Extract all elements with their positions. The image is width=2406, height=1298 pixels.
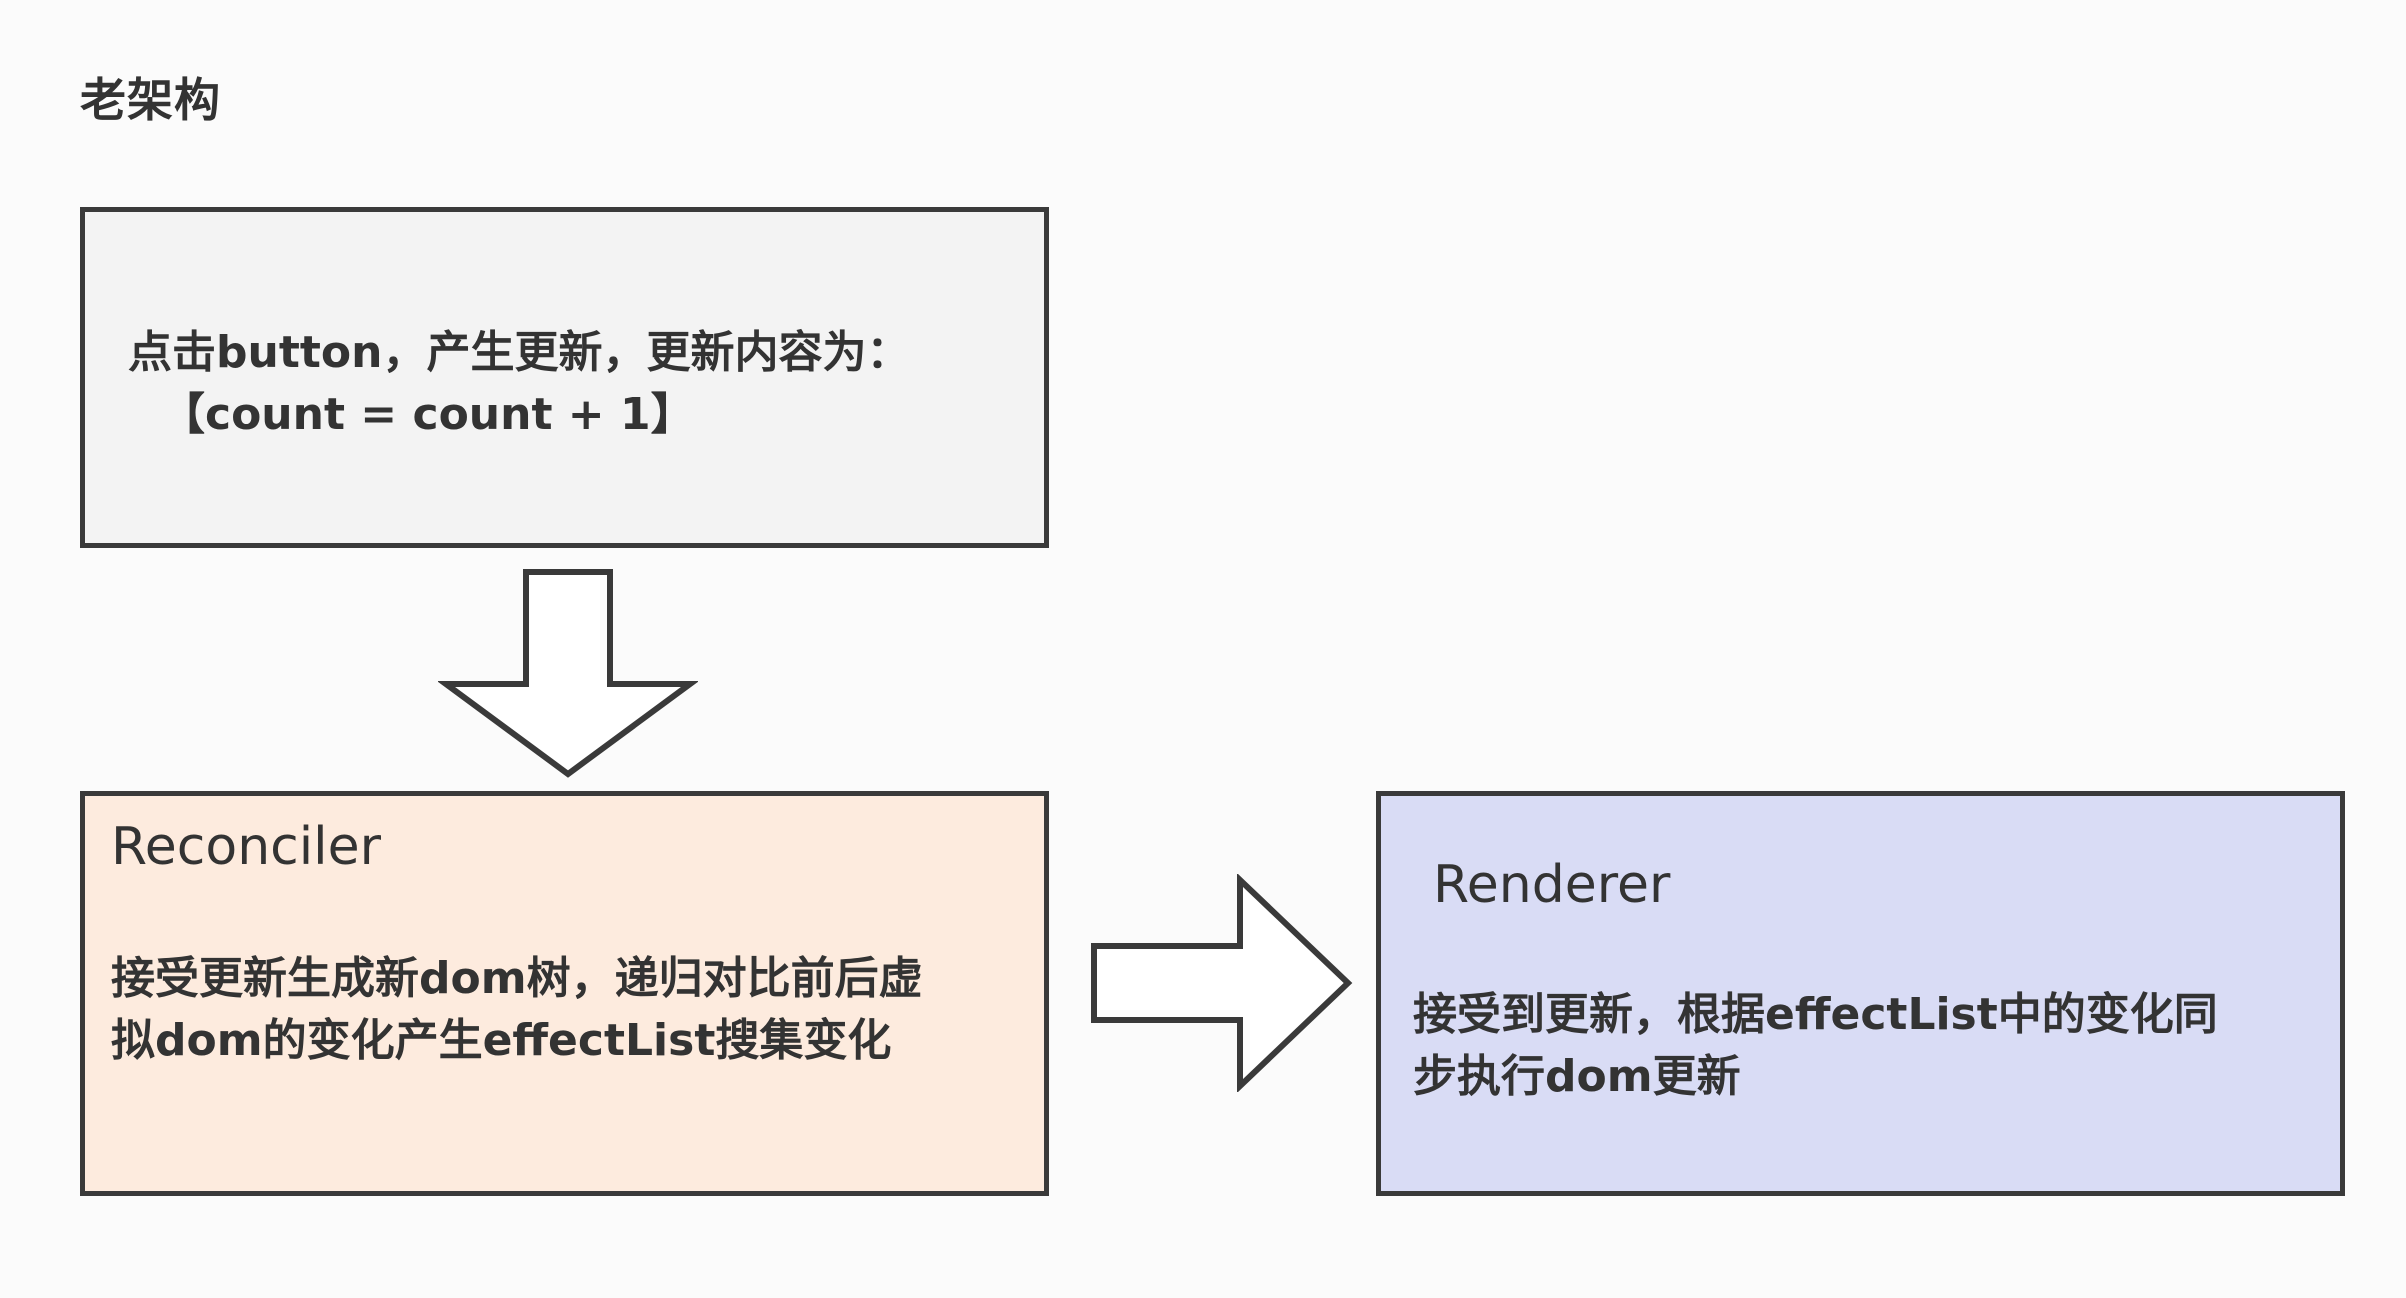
- reconciler-text-line1: 接受更新生成新dom树，递归对比前后虚: [111, 953, 923, 1004]
- right-arrow-icon: [1091, 874, 1353, 1092]
- renderer-text-line2: 步执行dom更新: [1413, 1051, 1741, 1102]
- renderer-text-line1: 接受到更新，根据effectList中的变化同: [1413, 989, 2218, 1040]
- renderer-heading: Renderer: [1433, 855, 1671, 915]
- reconciler-text-line2: 拟dom的变化产生effectList搜集变化: [111, 1015, 892, 1066]
- update-box: 点击button，产生更新，更新内容为： 【count = count + 1】: [80, 207, 1049, 548]
- renderer-box: Renderer 接受到更新，根据effectList中的变化同 步执行dom更…: [1376, 791, 2345, 1196]
- down-arrow-icon: [438, 569, 698, 778]
- reconciler-box: Reconciler 接受更新生成新dom树，递归对比前后虚 拟dom的变化产生…: [80, 791, 1049, 1196]
- diagram-title: 老架构: [80, 73, 221, 127]
- reconciler-heading: Reconciler: [111, 817, 382, 877]
- update-text-line1: 点击button，产生更新，更新内容为：: [128, 327, 911, 378]
- update-text-line2: 【count = count + 1】: [161, 389, 695, 440]
